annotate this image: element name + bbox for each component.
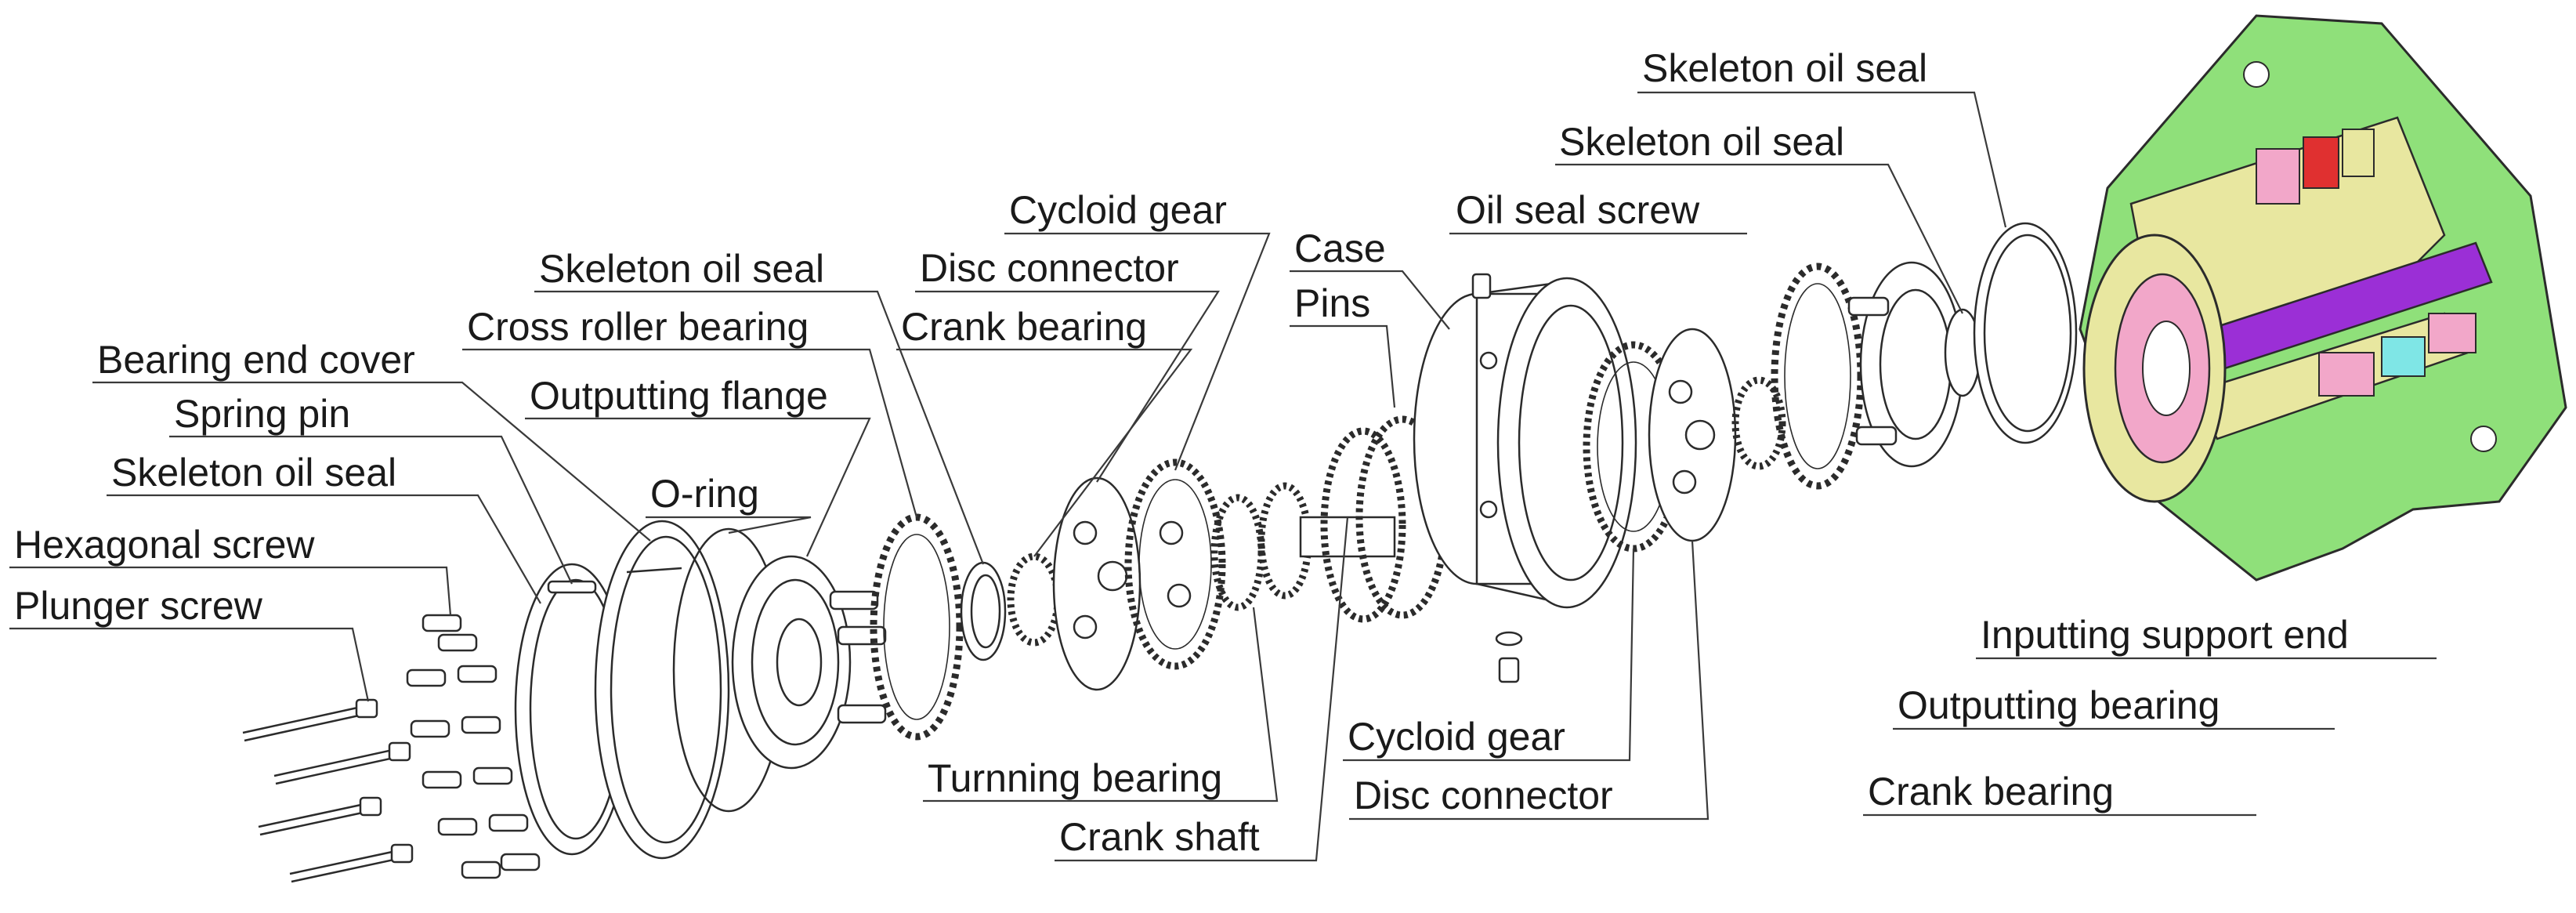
label-spring-pin: Spring pin: [174, 392, 351, 436]
leader-cycloid-gear-bottom: [1343, 548, 1635, 762]
leader-disc-connector-top: [915, 290, 1221, 483]
label-disc-connector-top: Disc connector: [920, 246, 1179, 290]
leader-skeleton-oil-seal-top: [1637, 91, 2007, 228]
case-part: [1413, 273, 1637, 683]
leader-skeleton-oil-seal-3: [534, 290, 985, 565]
label-skeleton-oil-seal-3: Skeleton oil seal: [539, 247, 825, 291]
label-cycloid-gear-bottom: Cycloid gear: [1348, 715, 1565, 759]
leader-skeleton-oil-seal-2: [1555, 163, 1963, 314]
label-outputting-bearing: Outputting bearing: [1898, 683, 2220, 727]
inputting-support-end-part: [1847, 261, 1964, 468]
label-crank-bearing-bottom: Crank bearing: [1868, 770, 2115, 813]
skeleton-oil-seal-mid: [960, 561, 1007, 661]
crank-bearing-right: [1731, 376, 1786, 470]
skeleton-oil-seal-right-large: [1973, 222, 2078, 444]
label-skeleton-oil-seal-4: Skeleton oil seal: [111, 451, 397, 495]
leader-case: [1290, 270, 1450, 330]
label-cycloid-gear-top: Cycloid gear: [1009, 188, 1227, 232]
leader-o-ring: [646, 516, 812, 534]
leader-turnning-bearing: [923, 607, 1279, 802]
cross-roller-bearing-part: [870, 513, 964, 741]
leader-crank-bearing-top: [896, 348, 1193, 557]
assembled-cutaway-view: [2079, 14, 2567, 581]
label-o-ring: O-ring: [650, 472, 759, 516]
turnning-bearing-part: [1210, 482, 1312, 611]
label-skeleton-oil-seal-2: Skeleton oil seal: [1559, 120, 1845, 164]
leader-cross-roller-bearing: [462, 348, 918, 518]
leader-spring-pin: [169, 435, 573, 585]
label-outputting-flange: Outputting flange: [530, 374, 828, 418]
outputting-bearing-part: [1771, 263, 1865, 490]
label-bearing-end-cover: Bearing end cover: [97, 338, 415, 382]
leader-crank-shaft: [1055, 516, 1349, 862]
label-skeleton-oil-seal-top: Skeleton oil seal: [1642, 46, 1928, 90]
label-crank-shaft: Crank shaft: [1059, 815, 1260, 859]
label-inputting-support-end: Inputting support end: [1981, 613, 2349, 657]
label-hexagonal-screw: Hexagonal screw: [14, 523, 315, 567]
leader-hexagonal-screw: [9, 566, 452, 616]
leader-bearing-end-cover: [92, 381, 651, 542]
leader-outputting-flange: [525, 417, 871, 557]
label-disc-connector-bottom: Disc connector: [1354, 774, 1613, 817]
label-crank-bearing-top: Crank bearing: [901, 305, 1148, 349]
leader-pins: [1290, 324, 1396, 408]
leader-plunger-screw: [9, 627, 370, 702]
outputting-flange-part: [731, 555, 887, 770]
label-plunger-screw: Plunger screw: [14, 584, 262, 628]
label-cross-roller-bearing: Cross roller bearing: [467, 305, 809, 349]
cycloid-gear-left: [1124, 458, 1226, 670]
leader-lines: [9, 91, 2437, 862]
crank-bearing-left: [1007, 553, 1062, 647]
label-oil-seal-screw: Oil seal screw: [1456, 188, 1700, 232]
bearing-end-cover-part: [594, 520, 730, 860]
leader-cycloid-gear-top: [1004, 232, 1271, 471]
leader-disc-connector-bottom: [1349, 540, 1709, 821]
leader-skeleton-oil-seal-4: [107, 494, 541, 604]
spring-pin-part: [547, 580, 597, 594]
disc-connector-right: [1648, 328, 1737, 542]
label-pins: Pins: [1294, 281, 1371, 325]
bolt-group: [242, 614, 541, 883]
label-case: Case: [1294, 226, 1386, 270]
label-turnning-bearing: Turnning bearing: [928, 756, 1223, 800]
